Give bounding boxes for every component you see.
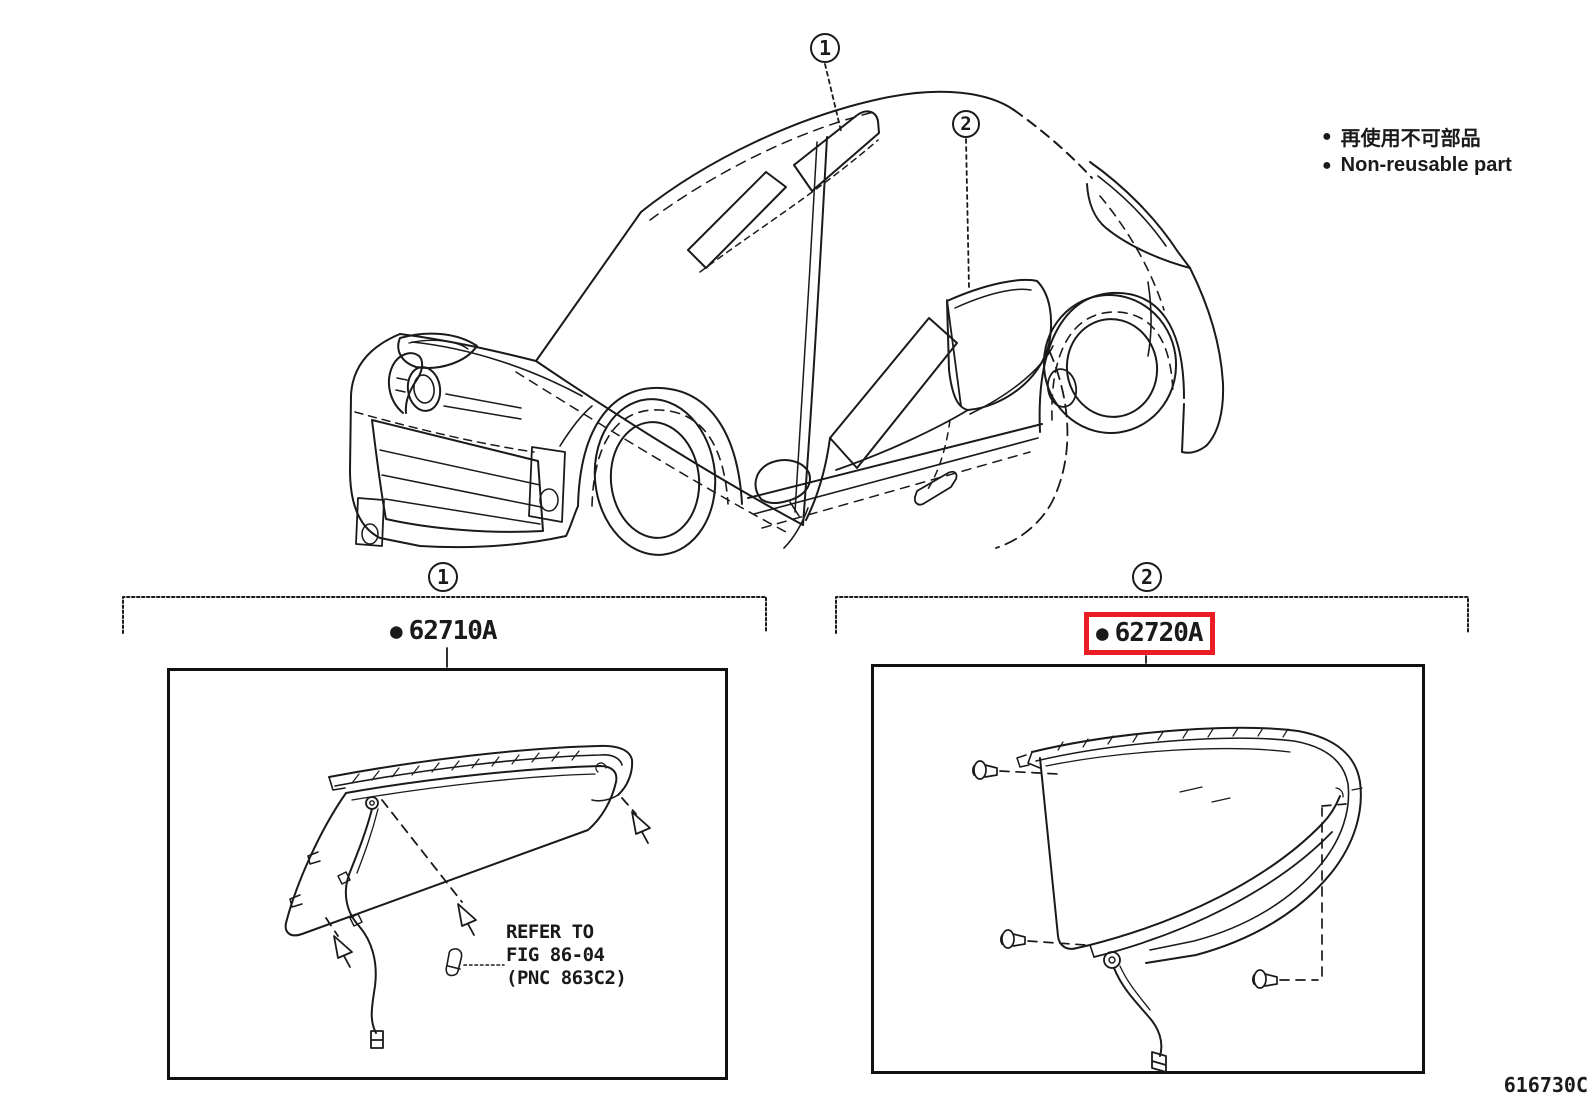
- callout-window2-top: 2: [952, 110, 980, 138]
- detail-box-window1: [167, 668, 728, 1080]
- label-tick-lines: [446, 647, 1147, 668]
- callout-number: 2: [960, 113, 972, 135]
- group-brackets: [122, 596, 1469, 634]
- legend-text-ja: 再使用不可部品: [1340, 128, 1481, 150]
- non-reusable-bullet-icon: ●: [1096, 620, 1109, 645]
- callout-window1-section: 1: [428, 562, 458, 592]
- non-reusable-bullet-icon: ●: [390, 618, 403, 643]
- window-1-diagram: [284, 744, 651, 1049]
- part-label-62710a[interactable]: ● 62710A: [390, 616, 498, 646]
- legend-text-en: Non-reusable part: [1340, 154, 1512, 176]
- refer-note-line2: FIG 86-04: [506, 944, 605, 966]
- callout-number: 2: [1140, 565, 1154, 589]
- refer-note-line1: REFER TO: [506, 921, 594, 943]
- part-number: 62710A: [408, 616, 498, 646]
- detail-box-window2: [871, 664, 1425, 1074]
- legend-row-ja: ● 再使用不可部品: [1322, 122, 1512, 151]
- callout-number: 1: [818, 36, 832, 60]
- figure-code: 616730C: [1503, 1073, 1588, 1097]
- legend-row-en: ● Non-reusable part: [1322, 154, 1512, 177]
- callout-number: 1: [436, 565, 450, 589]
- refer-note: REFER TO FIG 86-04 (PNC 863C2): [506, 921, 627, 990]
- callout-window1-top: 1: [810, 33, 840, 63]
- part-label-62720a-highlighted[interactable]: ● 62720A: [1084, 612, 1215, 655]
- callout-leader-lines: [824, 63, 970, 290]
- callout-window2-section: 2: [1132, 562, 1162, 592]
- non-reusable-bullet-icon: ●: [1322, 156, 1332, 174]
- refer-note-line3: (PNC 863C2): [506, 967, 627, 989]
- window-2-diagram: [972, 726, 1363, 1073]
- part-number: 62720A: [1114, 618, 1204, 648]
- car-illustration: [349, 90, 1225, 556]
- legend: ● 再使用不可部品 ● Non-reusable part: [1322, 122, 1512, 177]
- non-reusable-bullet-icon: ●: [1322, 127, 1332, 145]
